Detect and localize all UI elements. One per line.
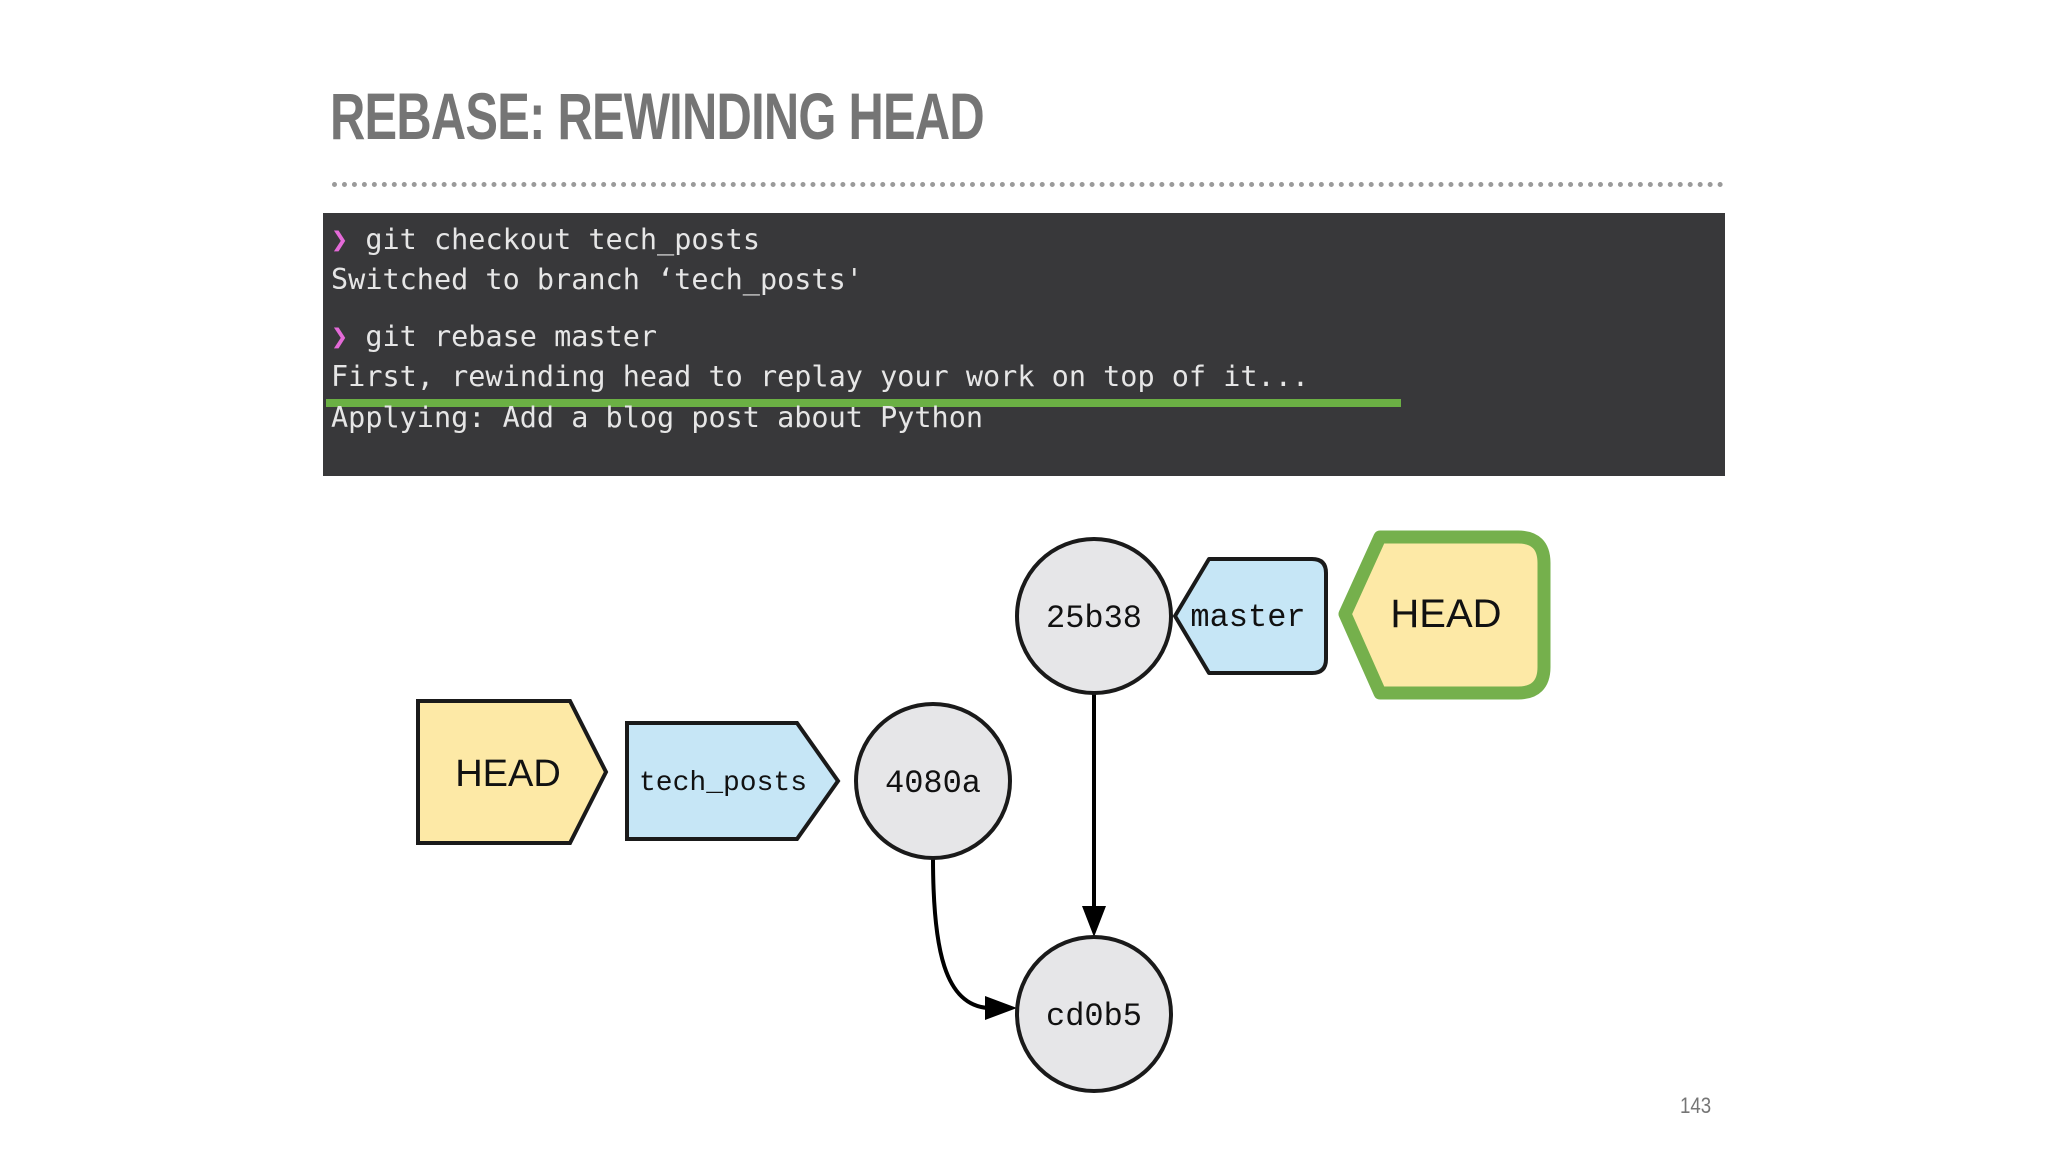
- tech-posts-label: tech_posts: [639, 768, 807, 799]
- head-ref-left-label: HEAD: [455, 753, 561, 795]
- terminal-command-line: ❯ git rebase master: [331, 320, 657, 353]
- commit-25b38-label: 25b38: [1046, 600, 1142, 637]
- head-ref-top: HEAD: [1338, 530, 1551, 700]
- prompt-icon: ❯: [331, 223, 349, 256]
- terminal-output-highlighted: First, rewinding head to replay your wor…: [331, 360, 1310, 393]
- head-ref-left: HEAD: [416, 699, 609, 845]
- master-label: master: [1190, 599, 1305, 636]
- tech-posts-branch-ref: tech_posts: [625, 721, 841, 841]
- commit-4080a-label: 4080a: [885, 765, 981, 802]
- commit-cd0b5: cd0b5: [1015, 935, 1173, 1093]
- commit-cd0b5-label: cd0b5: [1046, 998, 1142, 1035]
- slide-title: REBASE: REWINDING HEAD: [330, 79, 985, 153]
- edge-4080a-to-cd0b5: [931, 857, 1017, 1020]
- highlight-underline: [326, 399, 1401, 407]
- prompt-icon: ❯: [331, 320, 349, 353]
- commit-4080a: 4080a: [854, 702, 1012, 860]
- terminal-output: Switched to branch ‘tech_posts': [331, 263, 863, 296]
- terminal-command-line: ❯ git checkout tech_posts: [331, 223, 760, 256]
- edge-25b38-to-cd0b5: [1082, 694, 1106, 937]
- terminal-command: git checkout tech_posts: [365, 223, 760, 256]
- title-divider: [332, 182, 1724, 187]
- page-number: 143: [1680, 1093, 1712, 1118]
- terminal-panel: ❯ git checkout tech_posts Switched to br…: [323, 213, 1725, 476]
- head-ref-top-label: HEAD: [1390, 592, 1501, 636]
- terminal-output: Applying: Add a blog post about Python: [331, 401, 984, 434]
- master-branch-ref: master: [1173, 557, 1328, 675]
- commit-25b38: 25b38: [1015, 537, 1173, 695]
- terminal-command: git rebase master: [365, 320, 658, 353]
